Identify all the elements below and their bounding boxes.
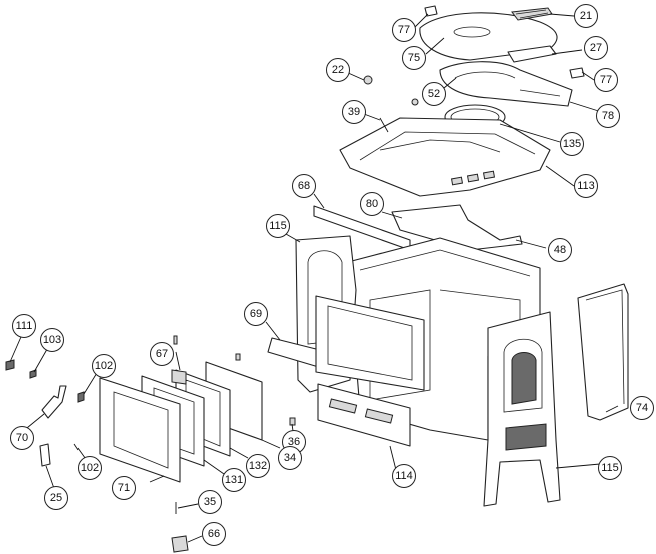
callout-77-top: 77 bbox=[392, 18, 416, 42]
callout-131: 131 bbox=[222, 468, 246, 492]
callout-103: 102 bbox=[78, 456, 102, 480]
callout-35: 35 bbox=[198, 490, 222, 514]
callout-22: 22 bbox=[326, 58, 350, 82]
part-screw-111 bbox=[29, 369, 37, 379]
part-rod bbox=[379, 117, 389, 133]
part-handle-bracket bbox=[41, 385, 67, 419]
part-clip-top bbox=[424, 5, 438, 17]
callout-113: 113 bbox=[574, 174, 598, 198]
part-screw-112 bbox=[5, 359, 15, 371]
part-glass-clip bbox=[235, 353, 241, 361]
callout-75: 74 bbox=[630, 396, 654, 420]
part-top-cover bbox=[419, 12, 558, 61]
callout-71: 71 bbox=[112, 476, 136, 500]
callout-25: 25 bbox=[44, 486, 68, 510]
callout-48: 48 bbox=[548, 238, 572, 262]
callout-69: 69 bbox=[244, 302, 268, 326]
part-upper-deflector bbox=[439, 61, 573, 107]
callout-78: 78 bbox=[596, 104, 620, 128]
part-knob bbox=[363, 75, 373, 85]
callout-102: 102 bbox=[92, 354, 116, 378]
part-right-side-panel bbox=[483, 311, 561, 507]
callout-27: 27 bbox=[584, 36, 608, 60]
part-clip-right bbox=[569, 67, 585, 79]
callout-115-right: 115 bbox=[598, 456, 622, 480]
callout-74: 75 bbox=[402, 46, 426, 70]
part-bracket-frame bbox=[391, 204, 523, 251]
part-screw-102 bbox=[77, 391, 85, 403]
part-back-panel bbox=[577, 283, 629, 421]
part-pin bbox=[73, 443, 79, 451]
callout-77-right: 77 bbox=[594, 68, 618, 92]
part-door-latch bbox=[171, 369, 187, 385]
callout-21: 21 bbox=[574, 4, 598, 28]
callout-39: 39 bbox=[342, 100, 366, 124]
callout-135: 135 bbox=[560, 132, 584, 156]
part-small-plate bbox=[39, 443, 51, 467]
callout-52: 52 bbox=[422, 82, 446, 106]
part-top-plate bbox=[339, 117, 551, 197]
callout-66: 66 bbox=[202, 522, 226, 546]
callout-115-left: 115 bbox=[266, 214, 290, 238]
part-small-clip bbox=[289, 417, 296, 426]
callout-67: 67 bbox=[150, 342, 174, 366]
callout-80: 80 bbox=[360, 192, 384, 216]
callout-34: 34 bbox=[278, 446, 302, 470]
callout-70: 70 bbox=[10, 426, 34, 450]
callout-132: 132 bbox=[246, 454, 270, 478]
part-hinge bbox=[171, 535, 189, 553]
part-ash-drawer bbox=[317, 383, 411, 447]
callout-112: 111 bbox=[12, 314, 36, 338]
callout-114: 114 bbox=[392, 464, 416, 488]
callout-111: 103 bbox=[40, 328, 64, 352]
part-outer-door bbox=[99, 377, 181, 483]
part-hinge-bar bbox=[507, 45, 557, 63]
callout-68: 68 bbox=[292, 174, 316, 198]
